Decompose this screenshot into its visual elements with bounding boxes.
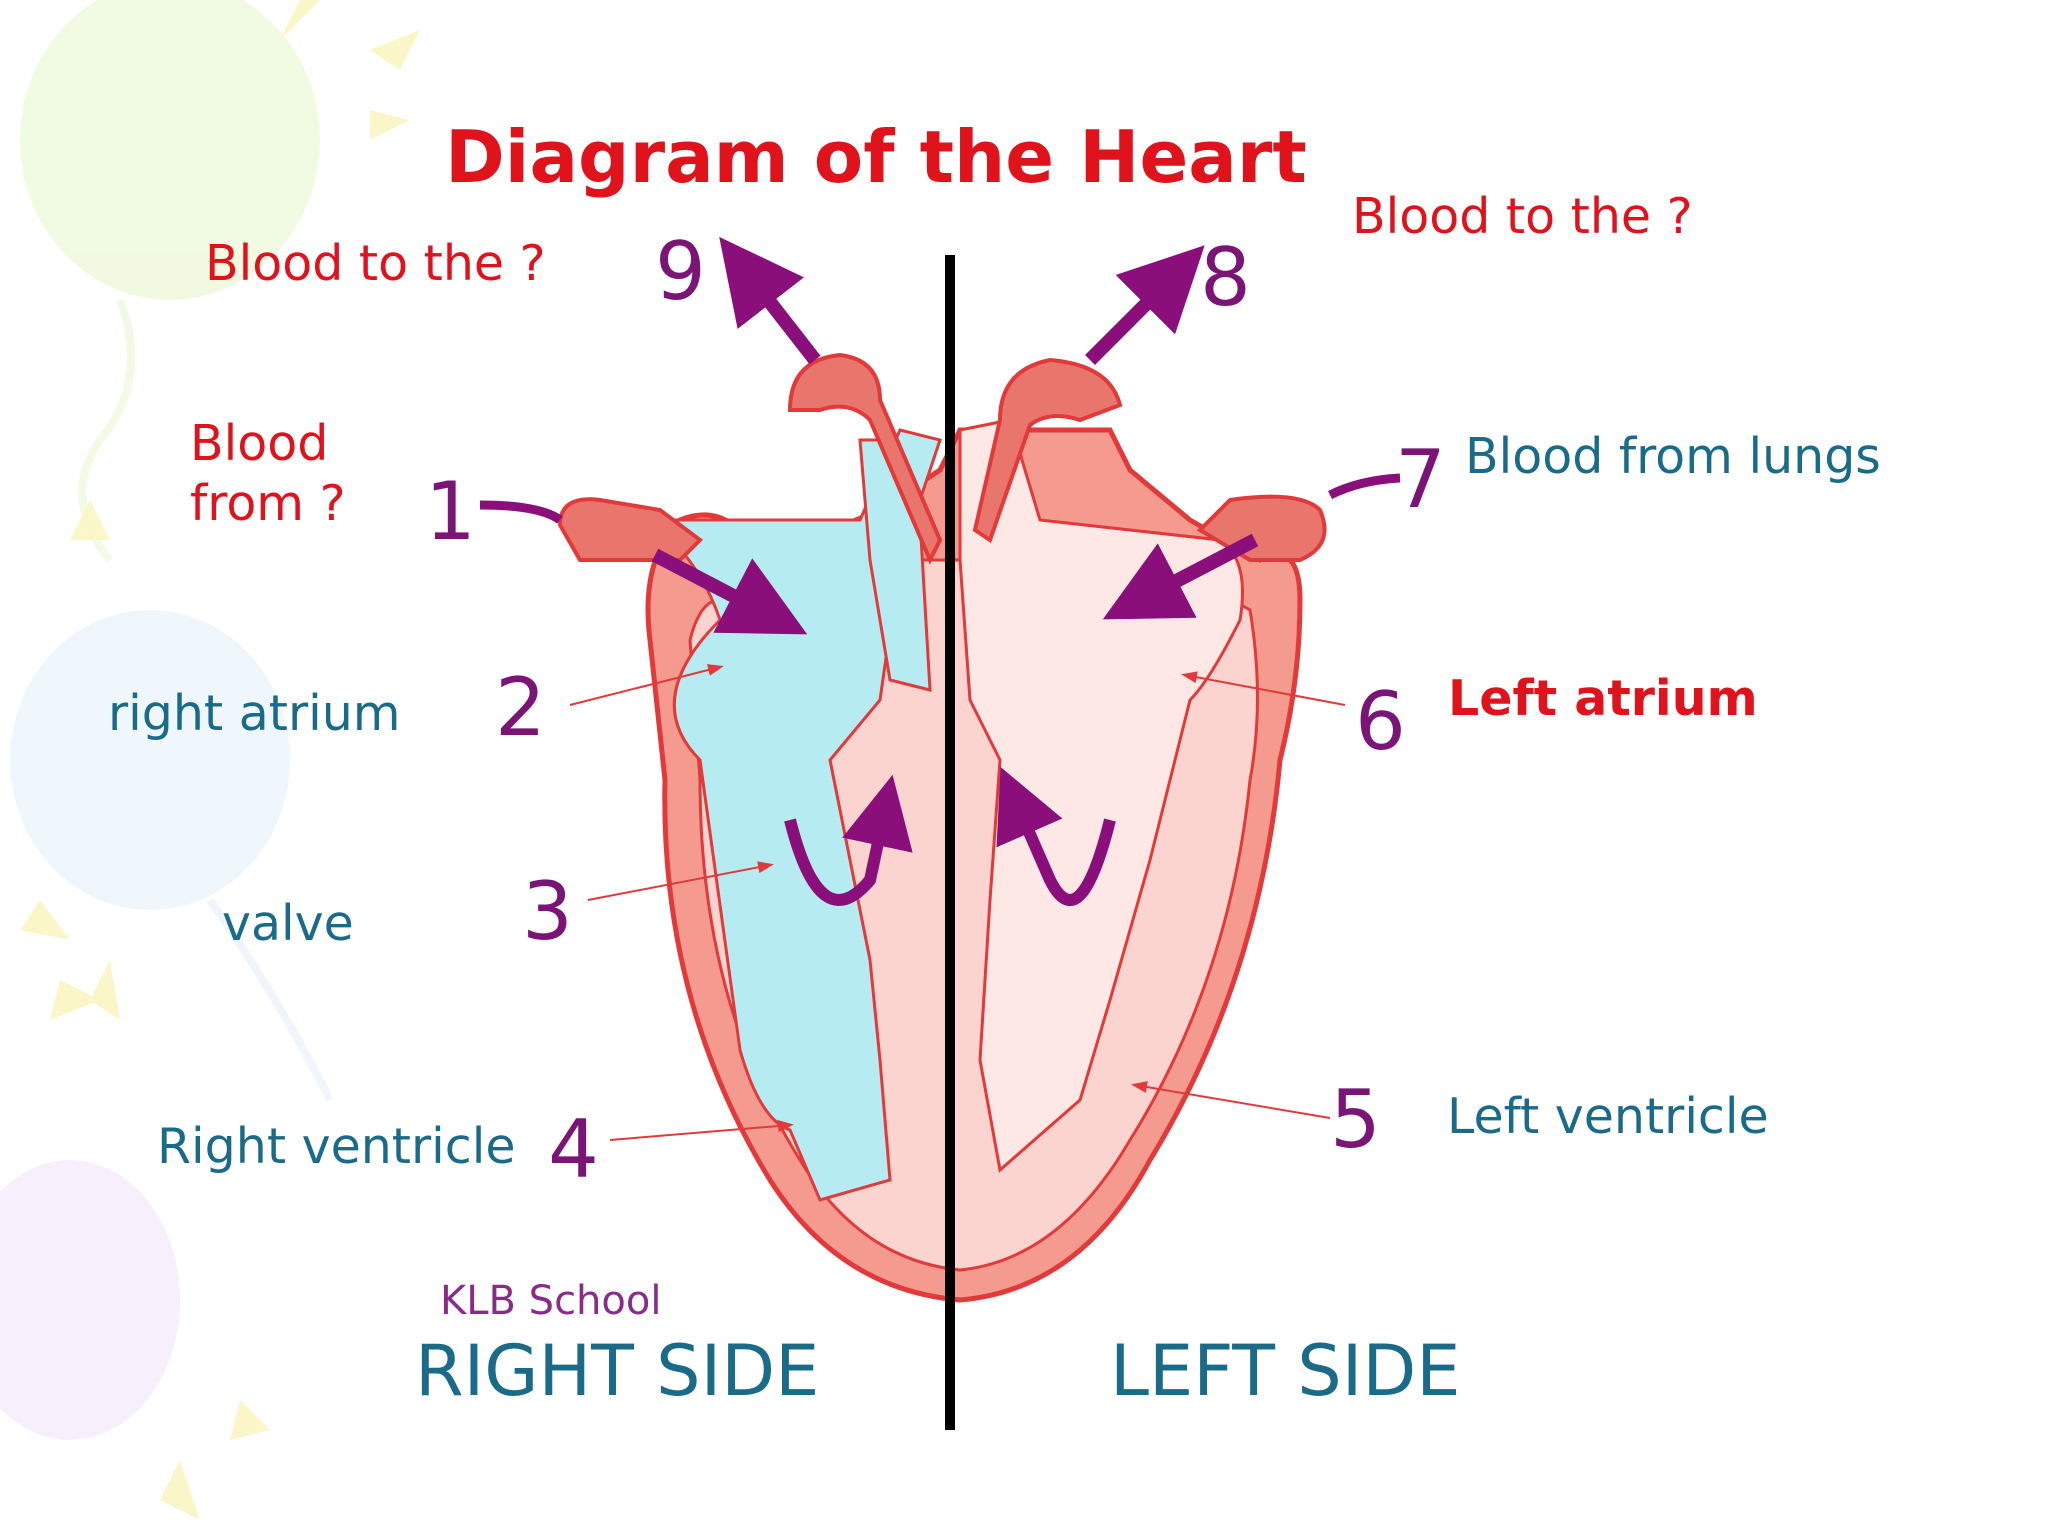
label-blood-from-line1: Blood [190,415,329,472]
label-right-atrium: right atrium [108,685,401,742]
number-6: 6 [1355,675,1406,768]
arrow-into-right-atrium-icon [651,548,808,635]
label-blood-from-lungs: Blood from lungs [1465,428,1881,485]
arrow-out-right-icon [1085,245,1205,365]
label-left-side: LEFT SIDE [1110,1330,1461,1412]
balloon-blue-icon [10,610,334,1102]
label-left-atrium: Left atrium [1448,670,1758,727]
number-9: 9 [655,225,706,318]
credit-label: KLB School [440,1278,662,1324]
number-1: 1 [425,465,476,558]
balloon-purple-icon [0,1160,180,1440]
arrow-left-ventricle-up-icon [996,767,1116,906]
label-valve: valve [222,895,354,952]
diagram-title: Diagram of the Heart [445,115,1307,199]
pulmonary-artery-wall [787,352,943,565]
arrow-out-left-icon [719,236,821,365]
label-blood-to-right: Blood to the ? [1352,188,1693,245]
arrow-right-ventricle-up-icon [784,774,913,906]
label-right-ventricle: Right ventricle [157,1118,516,1175]
number-5: 5 [1330,1073,1381,1166]
number-8: 8 [1200,231,1251,324]
label-right-side: RIGHT SIDE [415,1330,820,1412]
arrow-in-pulmonary-vein-icon [1327,473,1401,500]
number-3: 3 [522,865,573,958]
pointer-3 [587,861,774,901]
pulmonary-vein-wall [1196,494,1327,562]
aorta-wall [972,357,1123,544]
label-left-ventricle: Left ventricle [1447,1088,1769,1145]
pointer-4 [609,1120,794,1141]
number-4: 4 [548,1103,599,1196]
pointer-5 [1131,1081,1331,1119]
sun-rays-icon [20,0,420,1520]
pointer-2 [569,664,724,706]
number-2: 2 [495,661,546,754]
arrow-in-vena-cava-icon [479,500,563,524]
pointer-6 [1181,671,1346,706]
label-blood-to-left: Blood to the ? [205,235,546,292]
number-7: 7 [1395,433,1446,526]
vena-cava-wall [557,497,704,563]
arrow-into-left-atrium-icon [1102,533,1259,620]
label-blood-from-line2: from ? [190,475,346,532]
